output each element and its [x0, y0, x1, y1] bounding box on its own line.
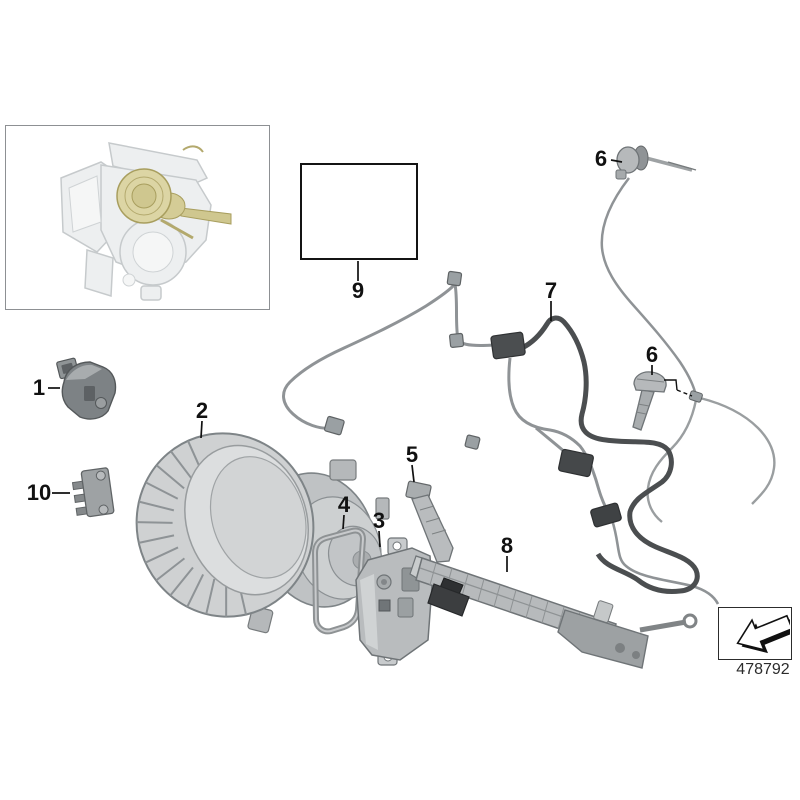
callout-4: 4	[337, 492, 351, 517]
regulator-part1	[56, 357, 117, 420]
temp-sensor-top-part6	[600, 145, 698, 397]
callout-8: 8	[500, 533, 514, 558]
leader-lines	[48, 159, 693, 572]
temp-sensor-mid-part6	[632, 371, 667, 431]
harness-connector-a	[558, 448, 594, 478]
wiring-harness-part7	[282, 270, 776, 605]
aux-heater-part8	[409, 555, 698, 669]
direction-arrow-icon	[736, 614, 790, 654]
callout-3: 3	[372, 508, 386, 533]
hardware-kit-box-part9	[300, 163, 418, 260]
direction-stamp-box	[718, 607, 792, 660]
hvac-overview-thumbnail	[60, 142, 232, 301]
doc-number: 478792	[736, 661, 790, 678]
harness-junction-connector	[490, 331, 526, 360]
highlighted-blower-thumbnail	[116, 145, 232, 240]
harness-connector-b	[590, 502, 622, 528]
callout-9: 9	[351, 278, 365, 303]
callout-6-top: 6	[594, 146, 608, 171]
blower-motor-part2	[135, 432, 390, 634]
callout-7: 7	[544, 278, 558, 303]
callout-1: 1	[32, 375, 46, 400]
connector-part10	[71, 467, 115, 518]
sensor-part5	[405, 480, 454, 563]
callout-5: 5	[405, 442, 419, 467]
callout-6-mid: 6	[645, 342, 659, 367]
callout-2: 2	[195, 398, 209, 423]
ghost-details	[68, 175, 174, 287]
seal-part4	[311, 527, 367, 635]
callout-10: 10	[26, 480, 52, 505]
overview-inset-box	[5, 125, 270, 310]
